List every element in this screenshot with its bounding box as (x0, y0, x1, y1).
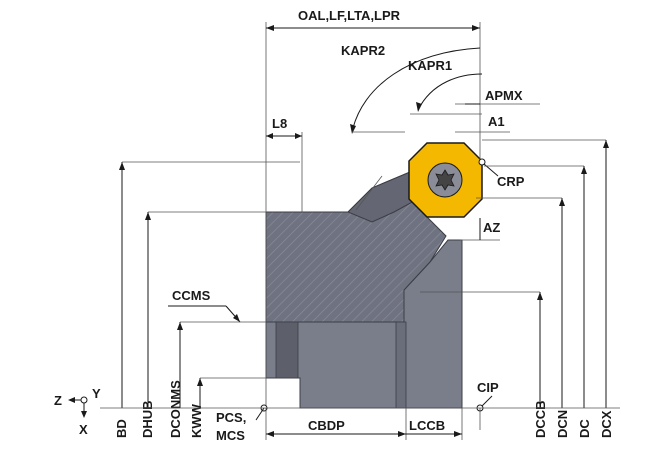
torx-icon (435, 169, 455, 191)
kww-label: KWW (189, 403, 204, 438)
dcn-label: DCN (555, 410, 570, 438)
cbdp-label: CBDP (308, 418, 345, 433)
kapr1-dimension: KAPR1 (408, 58, 483, 115)
bd-label: BD (114, 419, 129, 438)
axis-indicator: Z Y X (54, 386, 101, 437)
ccms-label: CCMS (172, 288, 211, 303)
mcs-label: MCS (216, 428, 245, 443)
dccb-label: DCCB (533, 400, 548, 438)
a1-label: A1 (488, 114, 505, 129)
dccb-dimension: DCCB (420, 291, 548, 438)
axis-y-label: Y (92, 386, 101, 401)
apmx-label: APMX (485, 88, 523, 103)
lccb-label: LCCB (409, 418, 445, 433)
dconms-label: DCONMS (168, 380, 183, 438)
tool-body (265, 171, 463, 409)
a1-dimension: A1 (455, 114, 510, 133)
l8-label: L8 (272, 116, 287, 131)
oal-dimension: OAL,LF,LTA,LPR (265, 8, 481, 408)
lower-step (395, 321, 407, 409)
cip-marker: CIP (476, 380, 499, 430)
axis-x-label: X (79, 422, 88, 437)
crp-label: CRP (497, 174, 525, 189)
pcs-label: PCS, (216, 410, 246, 425)
az-label: AZ (483, 220, 500, 235)
dcx-label: DCX (599, 410, 614, 438)
apmx-dimension: APMX (455, 88, 540, 105)
cbdp-dimension: CBDP (265, 408, 407, 440)
pcs-mcs-marker: PCS, MCS (216, 404, 268, 443)
kapr1-label: KAPR1 (408, 58, 452, 73)
dhub-label: DHUB (140, 400, 155, 438)
dcn-dimension: DCN (476, 197, 570, 438)
dcx-dimension: DCX (482, 139, 614, 438)
kww-groove (275, 321, 299, 379)
dhub-dimension: DHUB (140, 211, 266, 438)
crp-marker: CRP (478, 158, 525, 189)
az-dimension: AZ (460, 218, 500, 241)
kww-dimension: KWW (189, 377, 266, 438)
axis-z-label: Z (54, 393, 62, 408)
kapr2-dimension: KAPR2 (341, 43, 481, 134)
cutting-insert (408, 142, 483, 218)
bd-dimension: BD (114, 161, 300, 438)
dc-label: DC (577, 419, 592, 438)
l8-dimension: L8 (266, 116, 303, 212)
cip-label: CIP (477, 380, 499, 395)
dconms-dimension: DCONMS (168, 321, 266, 438)
kapr2-label: KAPR2 (341, 43, 385, 58)
ccms-leader: CCMS (168, 288, 241, 323)
lccb-dimension: LCCB (406, 408, 463, 440)
oal-label: OAL,LF,LTA,LPR (298, 8, 401, 23)
dc-dimension: DC (484, 165, 592, 438)
